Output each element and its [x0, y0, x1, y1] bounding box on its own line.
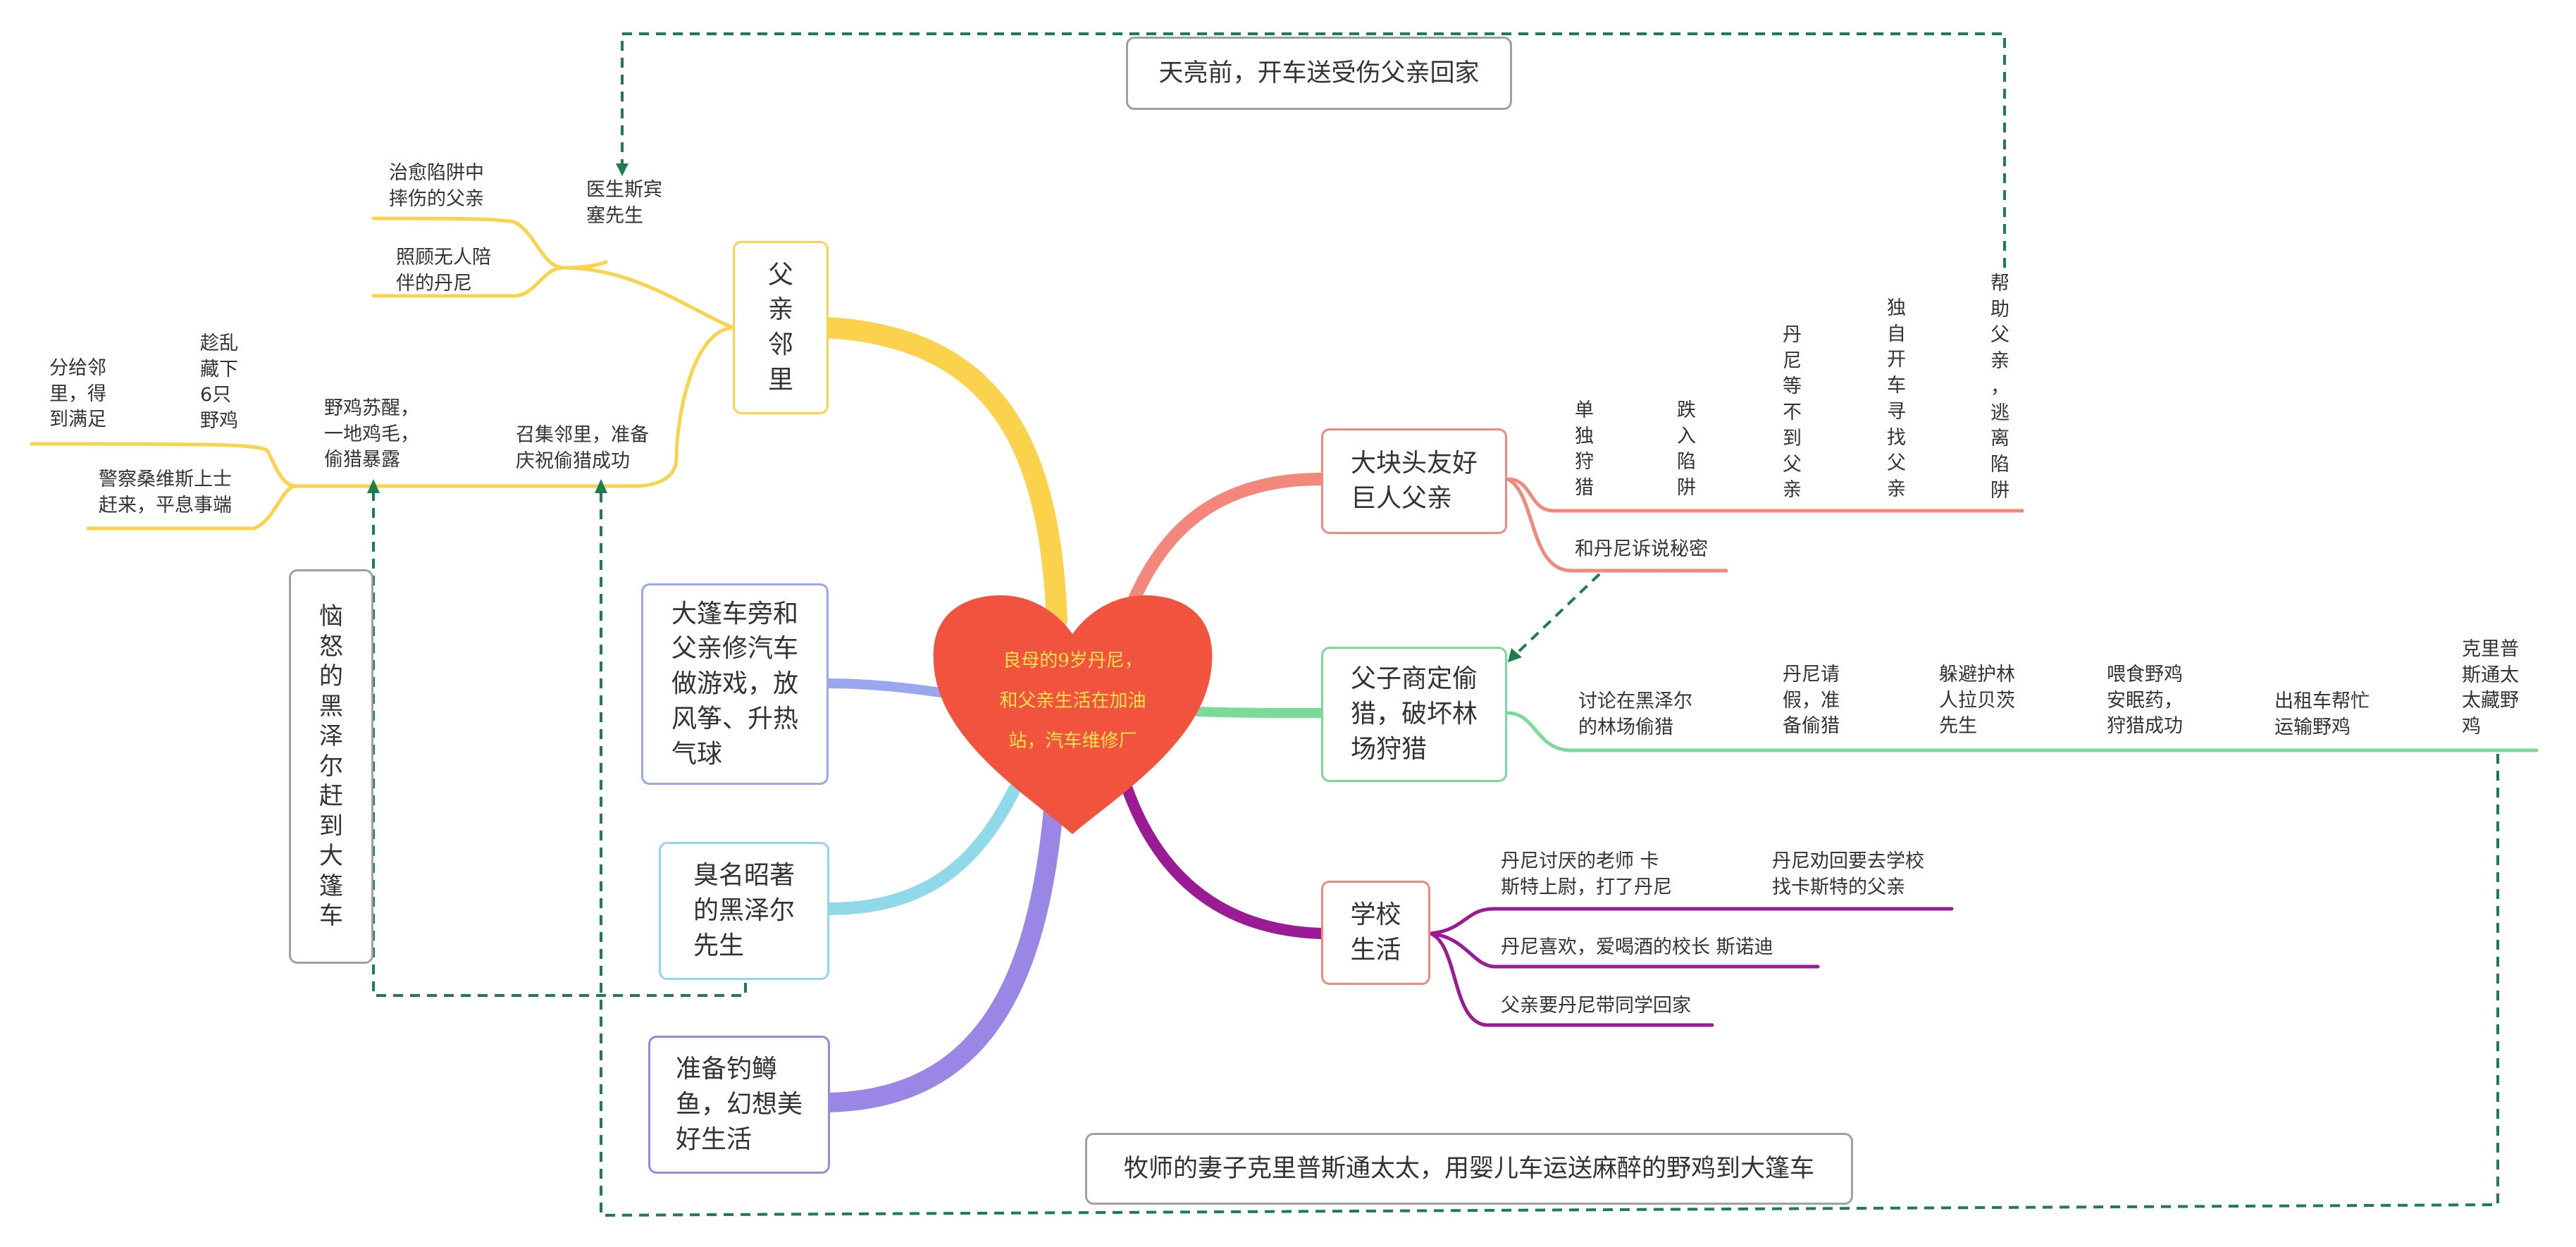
label-teacher-captain: 丹尼讨厌的老师 卡 斯特上尉，打了丹尼 — [1501, 850, 1672, 898]
branch-giant — [1128, 473, 1327, 605]
label-mrs-clipstone-hide: 克里普 斯通太 太藏野 鸡 — [2462, 638, 2519, 738]
label-discuss-wood: 讨论在黑泽尔 的林场偷猎 — [1578, 690, 1692, 738]
label-take-leave: 丹尼请 假，准 备偷猎 — [1783, 664, 1840, 738]
label-doctor-care: 照顾无人陪 伴的丹尼 — [396, 247, 491, 294]
topic-giant-father[interactable]: 大块头友好 巨人父亲 — [1321, 428, 1507, 534]
topic-poaching-plan[interactable]: 父子商定偷 猎，破坏林 场狩猎 — [1321, 647, 1507, 782]
label-drive-search: 独 自 开 车 寻 找 父 亲 — [1887, 297, 1906, 501]
label-tell-secret: 和丹尼诉说秘密 — [1575, 538, 1708, 560]
callout-dawn-drive-home[interactable]: 天亮前，开车送受伤父亲回家 — [1126, 37, 1512, 110]
branch-poach — [1193, 707, 1326, 718]
branch-fishing — [818, 800, 1063, 1112]
center-topic: 良母的9岁丹尼， 和父亲生活在加油 站，汽车维修厂 — [999, 650, 1146, 752]
branch-school — [1122, 783, 1327, 939]
label-headmaster: 丹尼喜欢，爱喝酒的校长 斯诺迪 — [1501, 936, 1773, 958]
topic-fishing[interactable]: 准备钓鳟 鱼，幻想美 好生活 — [648, 1036, 830, 1174]
label-share: 分给邻 里，得 到满足 — [49, 357, 106, 431]
label-hide-six: 趁乱 藏下 6只 野鸡 — [200, 333, 238, 433]
topic-father-neighbors[interactable]: 父 亲 邻 里 — [733, 241, 829, 414]
branch-hazell — [822, 783, 1021, 915]
label-police: 警察桑维斯上士 赶来，平息事端 — [99, 469, 232, 516]
label-feed-pills: 喂食野鸡 安眠药， 狩猎成功 — [2107, 664, 2183, 738]
label-pheasants-wake: 野鸡苏醒， 一地鸡毛， 偷猎暴露 — [324, 397, 419, 471]
topic-play[interactable]: 大篷车旁和 父亲修汽车 做游戏，放 风筝、升热 气球 — [641, 583, 829, 785]
label-gather-neighbors: 召集邻里，准备 庆祝偷猎成功 — [516, 424, 649, 472]
label-doctor: 医生斯宾 塞先生 — [586, 179, 662, 227]
callout-pram-transport[interactable]: 牧师的妻子克里普斯通太太，用婴儿车运送麻醉的野鸡到大篷车 — [1085, 1133, 1853, 1205]
label-doctor-heal: 治愈陷阱中 摔伤的父亲 — [389, 162, 484, 210]
branch-play — [823, 678, 956, 699]
label-danny-waits: 丹 尼 等 不 到 父 亲 — [1783, 324, 1802, 502]
label-taxi-transport: 出租车帮忙 运输野鸡 — [2274, 690, 2370, 738]
label-stop-father: 丹尼劝回要去学校 找卡斯特的父亲 — [1772, 850, 1924, 898]
label-avoid-keeper: 躲避护林 人拉贝茨 先生 — [1939, 664, 2015, 738]
heart-shape — [933, 595, 1213, 834]
topic-hazell[interactable]: 臭名昭著 的黑泽尔 先生 — [659, 842, 829, 980]
label-bring-classmate: 父亲要丹尼带同学回家 — [1501, 995, 1691, 1017]
label-alone-hunt: 单 独 狩 猎 — [1575, 399, 1594, 500]
callout-angry-hazell[interactable]: 恼 怒 的 黑 泽 尔 赶 到 大 篷 车 — [289, 569, 373, 964]
label-rescue-father: 帮 助 父 亲 ， 逃 离 陷 阱 — [1990, 273, 2010, 502]
label-fell-trap: 跌 入 陷 阱 — [1677, 399, 1696, 500]
branch-neighbors — [817, 317, 1067, 631]
topic-school-life[interactable]: 学校 生活 — [1321, 881, 1430, 985]
